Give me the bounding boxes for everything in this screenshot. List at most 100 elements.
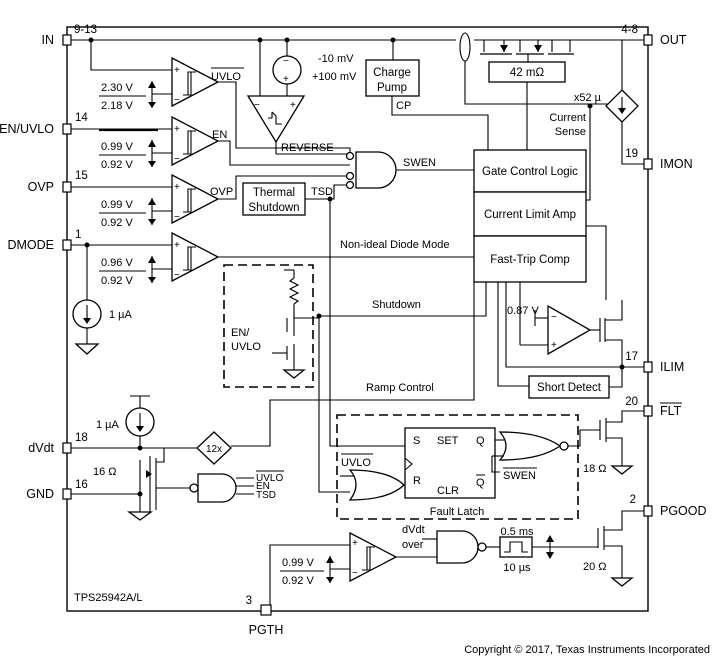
- pin-en-num: 14: [75, 112, 88, 124]
- ramp-control-label: Ramp Control: [366, 382, 434, 394]
- svg-text:+: +: [174, 240, 180, 251]
- current-gain-label: x52 µ: [574, 92, 602, 104]
- pgth-lo: 0.92 V: [282, 575, 314, 587]
- pin-pgood-box: [643, 505, 653, 517]
- pin-en-label: EN/UVLO: [0, 122, 54, 136]
- ovp-signal: OVP: [210, 186, 233, 198]
- dmode-current-label: 1 µA: [109, 309, 133, 321]
- pin-imon-num: 19: [625, 148, 638, 160]
- copyright: Copyright © 2017, Texas Instruments Inco…: [464, 644, 710, 656]
- en-uvlo-internal-box: [223, 264, 314, 388]
- dvdt-over-1: dVdt: [402, 524, 425, 536]
- charge-pump-label-2: Pump: [377, 82, 407, 94]
- ovp-lo: 0.92 V: [101, 217, 133, 229]
- gnd-en-label: EN: [256, 481, 270, 492]
- pin-ilim-num: 17: [625, 351, 638, 363]
- gate-control-label: Gate Control Logic: [482, 166, 578, 178]
- uvlo-lo: 2.18 V: [101, 100, 133, 112]
- pin-dvdt-num: 18: [75, 432, 88, 444]
- pin-pgth-num: 3: [246, 595, 252, 607]
- uvlo-comparator: [171, 56, 220, 108]
- fault-latch-label: Fault Latch: [430, 506, 484, 518]
- current-sense-label-1: Current: [549, 112, 586, 124]
- deglitch-short: 10 µs: [503, 562, 531, 574]
- ilim-ref: 0.87 V: [507, 305, 539, 317]
- fast-trip-label: Fast-Trip Comp: [490, 254, 569, 266]
- short-detect-label: Short Detect: [537, 382, 602, 394]
- gnd-uvlo-label: UVLO: [256, 473, 283, 484]
- dvdt-over-2: over: [402, 539, 424, 551]
- svg-text:−: −: [551, 312, 557, 323]
- ovp-hi: 0.99 V: [101, 199, 133, 211]
- en-hi: 0.99 V: [101, 141, 133, 153]
- fast-trip-block: [473, 235, 587, 283]
- pin-in-label: IN: [42, 33, 55, 47]
- pin-pgood-label: PGOOD: [660, 504, 707, 518]
- svg-text:−: −: [174, 95, 180, 106]
- pin-imon-label: IMON: [660, 157, 693, 171]
- flt-or-gate: [498, 431, 562, 461]
- rev-neg: -10 mV: [318, 53, 354, 65]
- uvlo-signal: UVLO: [211, 71, 241, 83]
- swen-signal: SWEN: [403, 157, 436, 169]
- svg-text:+: +: [174, 124, 180, 135]
- rev-pos: +100 mV: [312, 71, 357, 83]
- en-uvlo-box-label-2: UVLO: [231, 341, 261, 353]
- gnd-nand-gate: [197, 473, 237, 503]
- svg-text:−: −: [254, 100, 260, 111]
- current-limit-block: [473, 191, 587, 237]
- current-sense-label-2: Sense: [555, 126, 586, 138]
- pin-imon-box: [643, 158, 653, 170]
- pin-flt-label: FLT: [660, 404, 682, 418]
- gnd-fet-ground: [127, 511, 153, 521]
- pin-ovp-num: 15: [75, 170, 88, 182]
- thermal-label-1: Thermal: [253, 187, 295, 199]
- gnd-res-label: 16 Ω: [93, 466, 117, 478]
- svg-text:−: −: [174, 154, 180, 165]
- reverse-signal: REVERSE: [281, 142, 334, 154]
- pin-out-label: OUT: [660, 33, 687, 47]
- gain-12x-label: 12x: [206, 444, 222, 455]
- pin-gnd-box: [62, 488, 72, 500]
- pin-out-num: 4-8: [621, 24, 638, 36]
- thermal-label-2: Shutdown: [248, 202, 299, 214]
- pg-comparator: [349, 531, 398, 583]
- tsd-signal: TSD: [311, 186, 333, 198]
- dmode-lo: 0.92 V: [101, 275, 133, 287]
- svg-text:−: −: [283, 56, 289, 67]
- dvdt-current-label: 1 µA: [96, 419, 120, 431]
- latch-input-or: [348, 469, 405, 501]
- charge-pump-block: [365, 59, 420, 97]
- pin-en-box: [62, 123, 72, 135]
- gnd-tsd-label: TSD: [256, 490, 276, 501]
- uvlo-hi: 2.30 V: [101, 82, 133, 94]
- en-lo: 0.92 V: [101, 159, 133, 171]
- svg-text:+: +: [290, 100, 296, 111]
- sr-latch: [404, 427, 496, 499]
- dmode-hi: 0.96 V: [101, 257, 133, 269]
- flt-ground: [610, 465, 634, 475]
- fet-resistance-label: 42 mΩ: [510, 67, 545, 79]
- pin-out-box: [643, 34, 653, 46]
- en-uvlo-box-label-1: EN/: [231, 327, 250, 339]
- pin-pgood-num: 2: [630, 494, 636, 506]
- pin-in-num: 9-13: [74, 24, 97, 36]
- pin-flt-num: 20: [625, 396, 638, 408]
- pin-gnd-num: 16: [75, 479, 88, 491]
- pin-dvdt-box: [62, 442, 72, 454]
- pin-ilim-label: ILIM: [660, 360, 684, 374]
- pin-dmode-box: [62, 239, 72, 251]
- ovp-comparator: [171, 173, 220, 225]
- power-mosfet: [480, 40, 574, 62]
- pg-deglitch-block: [499, 536, 533, 558]
- en-signal: EN: [212, 129, 227, 141]
- pin-ovp-label: OVP: [28, 180, 54, 194]
- latch-r: R: [413, 475, 421, 487]
- latch-q: Q: [476, 435, 485, 447]
- svg-text:+: +: [174, 65, 180, 76]
- shutdown-label: Shutdown: [372, 299, 421, 311]
- svg-text:+: +: [174, 182, 180, 193]
- pin-ilim-box: [643, 361, 653, 373]
- latch-s: S: [413, 435, 420, 447]
- pin-dmode-label: DMODE: [7, 238, 54, 252]
